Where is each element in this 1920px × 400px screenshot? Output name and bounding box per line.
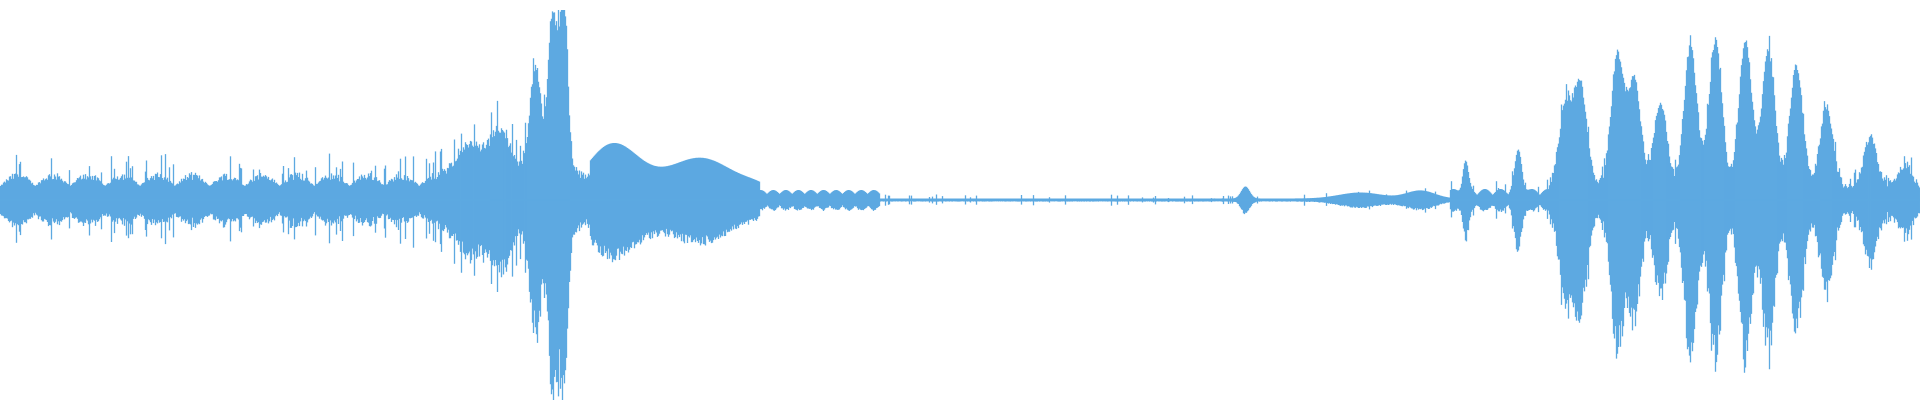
waveform-bars [0, 10, 1920, 400]
